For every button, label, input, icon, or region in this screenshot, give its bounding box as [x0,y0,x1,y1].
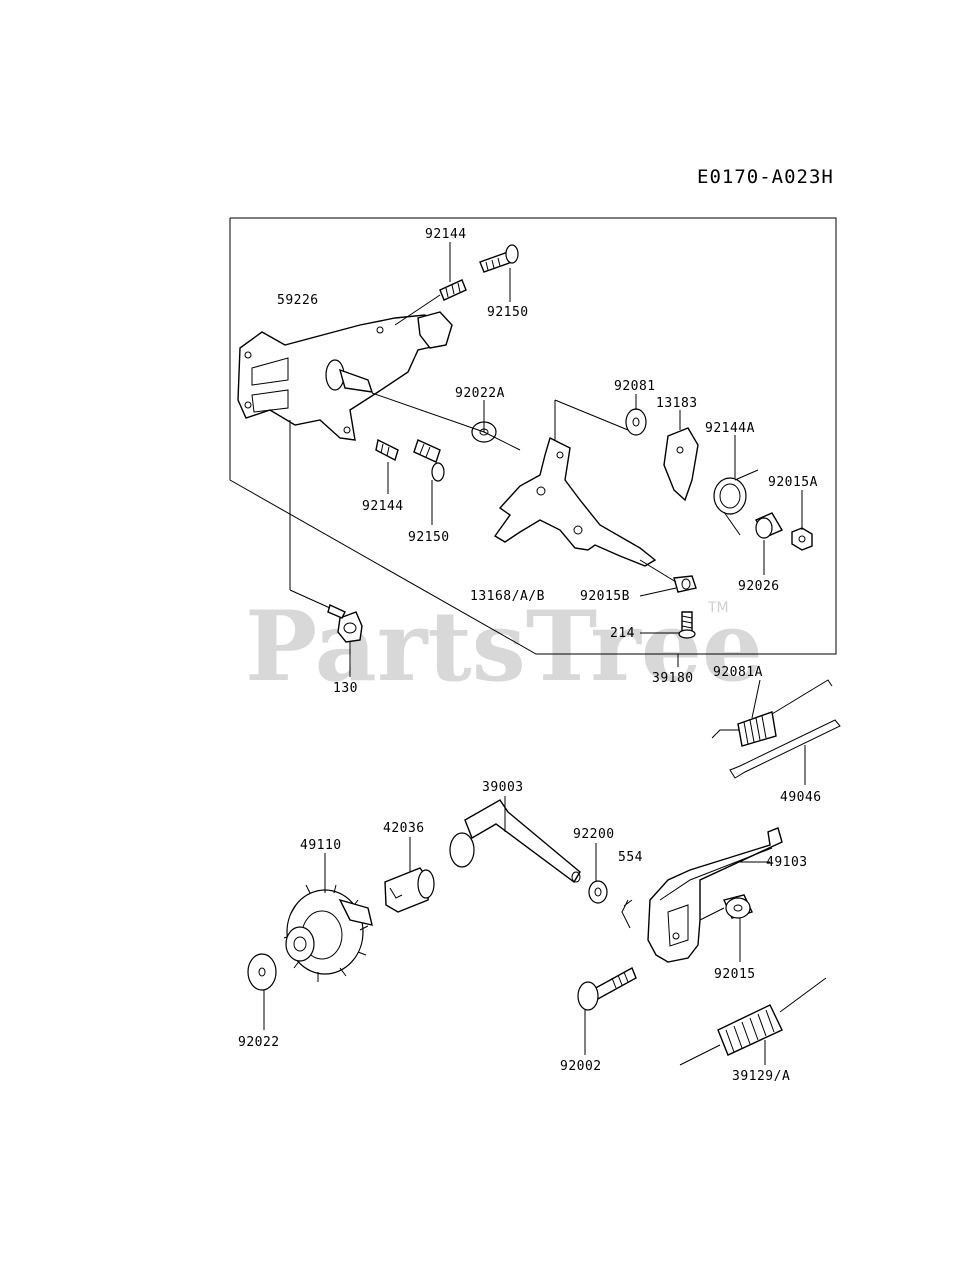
label-92081A: 92081A [713,665,763,680]
spring-92144-mid [375,438,399,462]
label-92144-top: 92144 [425,227,467,242]
washer-92081 [625,408,647,436]
nut-92015B [673,575,697,593]
label-92081: 92081 [614,379,656,394]
spring-39129A [679,977,827,1066]
leader-lines [263,242,806,1065]
spring-92081A [711,679,833,747]
bolt-130 [327,604,363,643]
label-39180: 39180 [652,671,694,686]
watermark-text: PartsTree [245,590,763,703]
control-lever-13168 [493,436,657,567]
washer-92022 [247,953,277,991]
label-92022A: 92022A [455,386,505,401]
bolt-92002 [577,967,637,1011]
lever-49103 [647,827,783,963]
collar-92026 [754,512,784,539]
label-49110: 49110 [300,838,342,853]
label-39003: 39003 [482,780,524,795]
label-554: 554 [618,850,643,865]
collar-92015 [723,894,753,919]
label-92200: 92200 [573,827,615,842]
label-92015B: 92015B [580,589,630,604]
plate-13183 [663,427,699,502]
screw-92150-top [479,244,519,273]
label-92144-mid: 92144 [362,499,404,514]
spring-92144A [713,469,759,536]
gear-49110 [283,884,373,982]
bracket-59226 [237,311,453,441]
label-92002: 92002 [560,1059,602,1074]
screw-92150-mid [413,439,445,482]
watermark: PartsTree TM [245,590,763,703]
label-59226: 59226 [277,293,319,308]
shaft-39003 [449,799,581,884]
part-labels: 59226 92144 92150 92022A 92081 13183 921… [238,227,822,1084]
screw-214 [678,611,696,639]
label-13168: 13168/A/B [470,589,545,604]
label-92015A: 92015A [768,475,818,490]
watermark-trademark: TM [707,600,729,616]
clip-554 [621,899,633,929]
label-49103: 49103 [766,855,808,870]
washer-92200 [588,880,608,904]
label-92015: 92015 [714,967,756,982]
holder-42036 [384,867,435,913]
label-92144A: 92144A [705,421,755,436]
label-92022: 92022 [238,1035,280,1050]
spring-92144-top [439,279,467,301]
diagram-code: E0170-A023H [697,166,834,188]
label-214: 214 [610,626,635,641]
label-92150-mid: 92150 [408,530,450,545]
label-92150-top: 92150 [487,305,529,320]
rod-49046 [729,719,841,779]
label-130: 130 [333,681,358,696]
assembly-frame [229,217,837,655]
nut-92015A [791,527,813,551]
label-92026: 92026 [738,579,780,594]
label-13183: 13183 [656,396,698,411]
label-49046: 49046 [780,790,822,805]
label-39129A: 39129/A [732,1069,790,1084]
label-42036: 42036 [383,821,425,836]
